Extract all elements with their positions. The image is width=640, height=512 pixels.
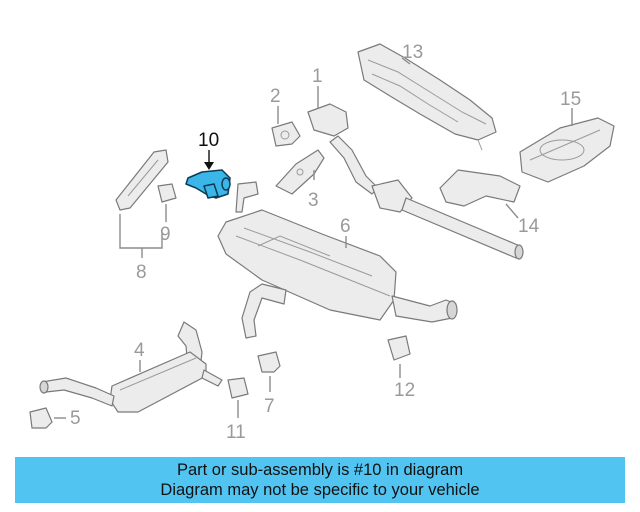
bracket-3[interactable]	[275, 149, 325, 195]
leader-13	[401, 57, 411, 65]
arrow-10	[204, 162, 214, 170]
front-muffler-4[interactable]	[39, 321, 223, 413]
bracket-8[interactable]	[115, 149, 169, 211]
leader-14	[505, 203, 519, 219]
banner-line-part-number: Part or sub-assembly is #10 in diagram	[176, 461, 464, 479]
callout-10: 10	[198, 130, 219, 151]
exhaust-parts-diagram: 13 15 1 2 3 14 8	[29, 42, 615, 443]
front-pipe-catalyst-1[interactable]	[307, 103, 524, 260]
callout-9: 9	[160, 224, 171, 245]
leader-8	[119, 214, 163, 249]
heat-shield-13[interactable]	[357, 43, 497, 151]
callout-1: 1	[312, 66, 323, 87]
hanger-12[interactable]	[387, 335, 411, 361]
intermediate-pipe[interactable]	[241, 283, 287, 339]
callout-12: 12	[394, 380, 415, 401]
banner-line-disclaimer: Diagram may not be specific to your vehi…	[160, 481, 480, 499]
callout-2: 2	[270, 86, 281, 107]
callout-15: 15	[560, 89, 581, 110]
callout-6: 6	[340, 216, 351, 237]
callout-7: 7	[264, 396, 275, 417]
bracket-10-highlighted[interactable]	[185, 169, 231, 199]
hanger-11[interactable]	[227, 377, 249, 399]
callout-8: 8	[136, 262, 147, 283]
bracket-14[interactable]	[439, 169, 521, 207]
muffler-6[interactable]	[217, 181, 458, 323]
clamp-5[interactable]	[29, 407, 53, 429]
info-banner: Part or sub-assembly is #10 in diagram D…	[15, 457, 625, 503]
callout-11: 11	[226, 422, 246, 443]
callout-13: 13	[402, 42, 423, 63]
heat-shield-15[interactable]	[519, 117, 615, 183]
gasket-2[interactable]	[271, 121, 301, 147]
callout-5: 5	[70, 408, 81, 429]
callout-4: 4	[134, 340, 145, 361]
hanger-9[interactable]	[157, 183, 177, 203]
callout-3: 3	[308, 190, 319, 211]
clamp-7[interactable]	[257, 351, 281, 373]
callout-14: 14	[518, 216, 540, 237]
